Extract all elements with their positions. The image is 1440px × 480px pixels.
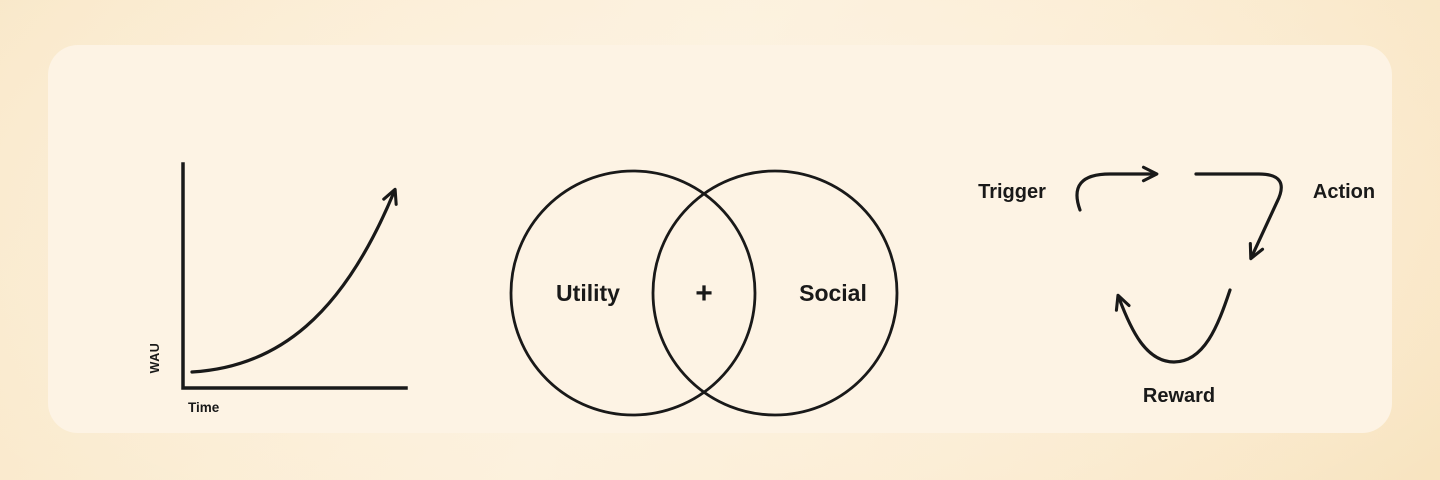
venn-right-label: Social xyxy=(799,280,867,306)
venn-left-label: Utility xyxy=(556,280,620,306)
loop-arrow-action-to-reward xyxy=(1194,172,1283,261)
loop-action-label: Action xyxy=(1313,181,1375,203)
wau-growth-chart: WAU Time xyxy=(148,162,408,415)
venn-circle-left xyxy=(509,169,757,417)
loop-reward-label: Reward xyxy=(1143,385,1215,407)
growth-curve-arrow xyxy=(190,187,398,374)
chart-axes xyxy=(181,162,408,390)
loop-arrow-trigger-to-action xyxy=(1075,165,1159,212)
trigger-action-reward-loop: Trigger Action Reward xyxy=(978,165,1375,407)
venn-intersection-label: + xyxy=(695,277,713,310)
illustration-card: WAU Time Utility Social + Trigger Action… xyxy=(48,45,1392,433)
y-axis-label: WAU xyxy=(148,343,162,374)
utility-social-venn: Utility Social + xyxy=(509,169,899,417)
venn-circle-right xyxy=(651,169,899,417)
x-axis-label: Time xyxy=(188,400,220,415)
loop-arrow-reward-to-trigger xyxy=(1114,288,1232,364)
loop-trigger-label: Trigger xyxy=(978,181,1046,203)
